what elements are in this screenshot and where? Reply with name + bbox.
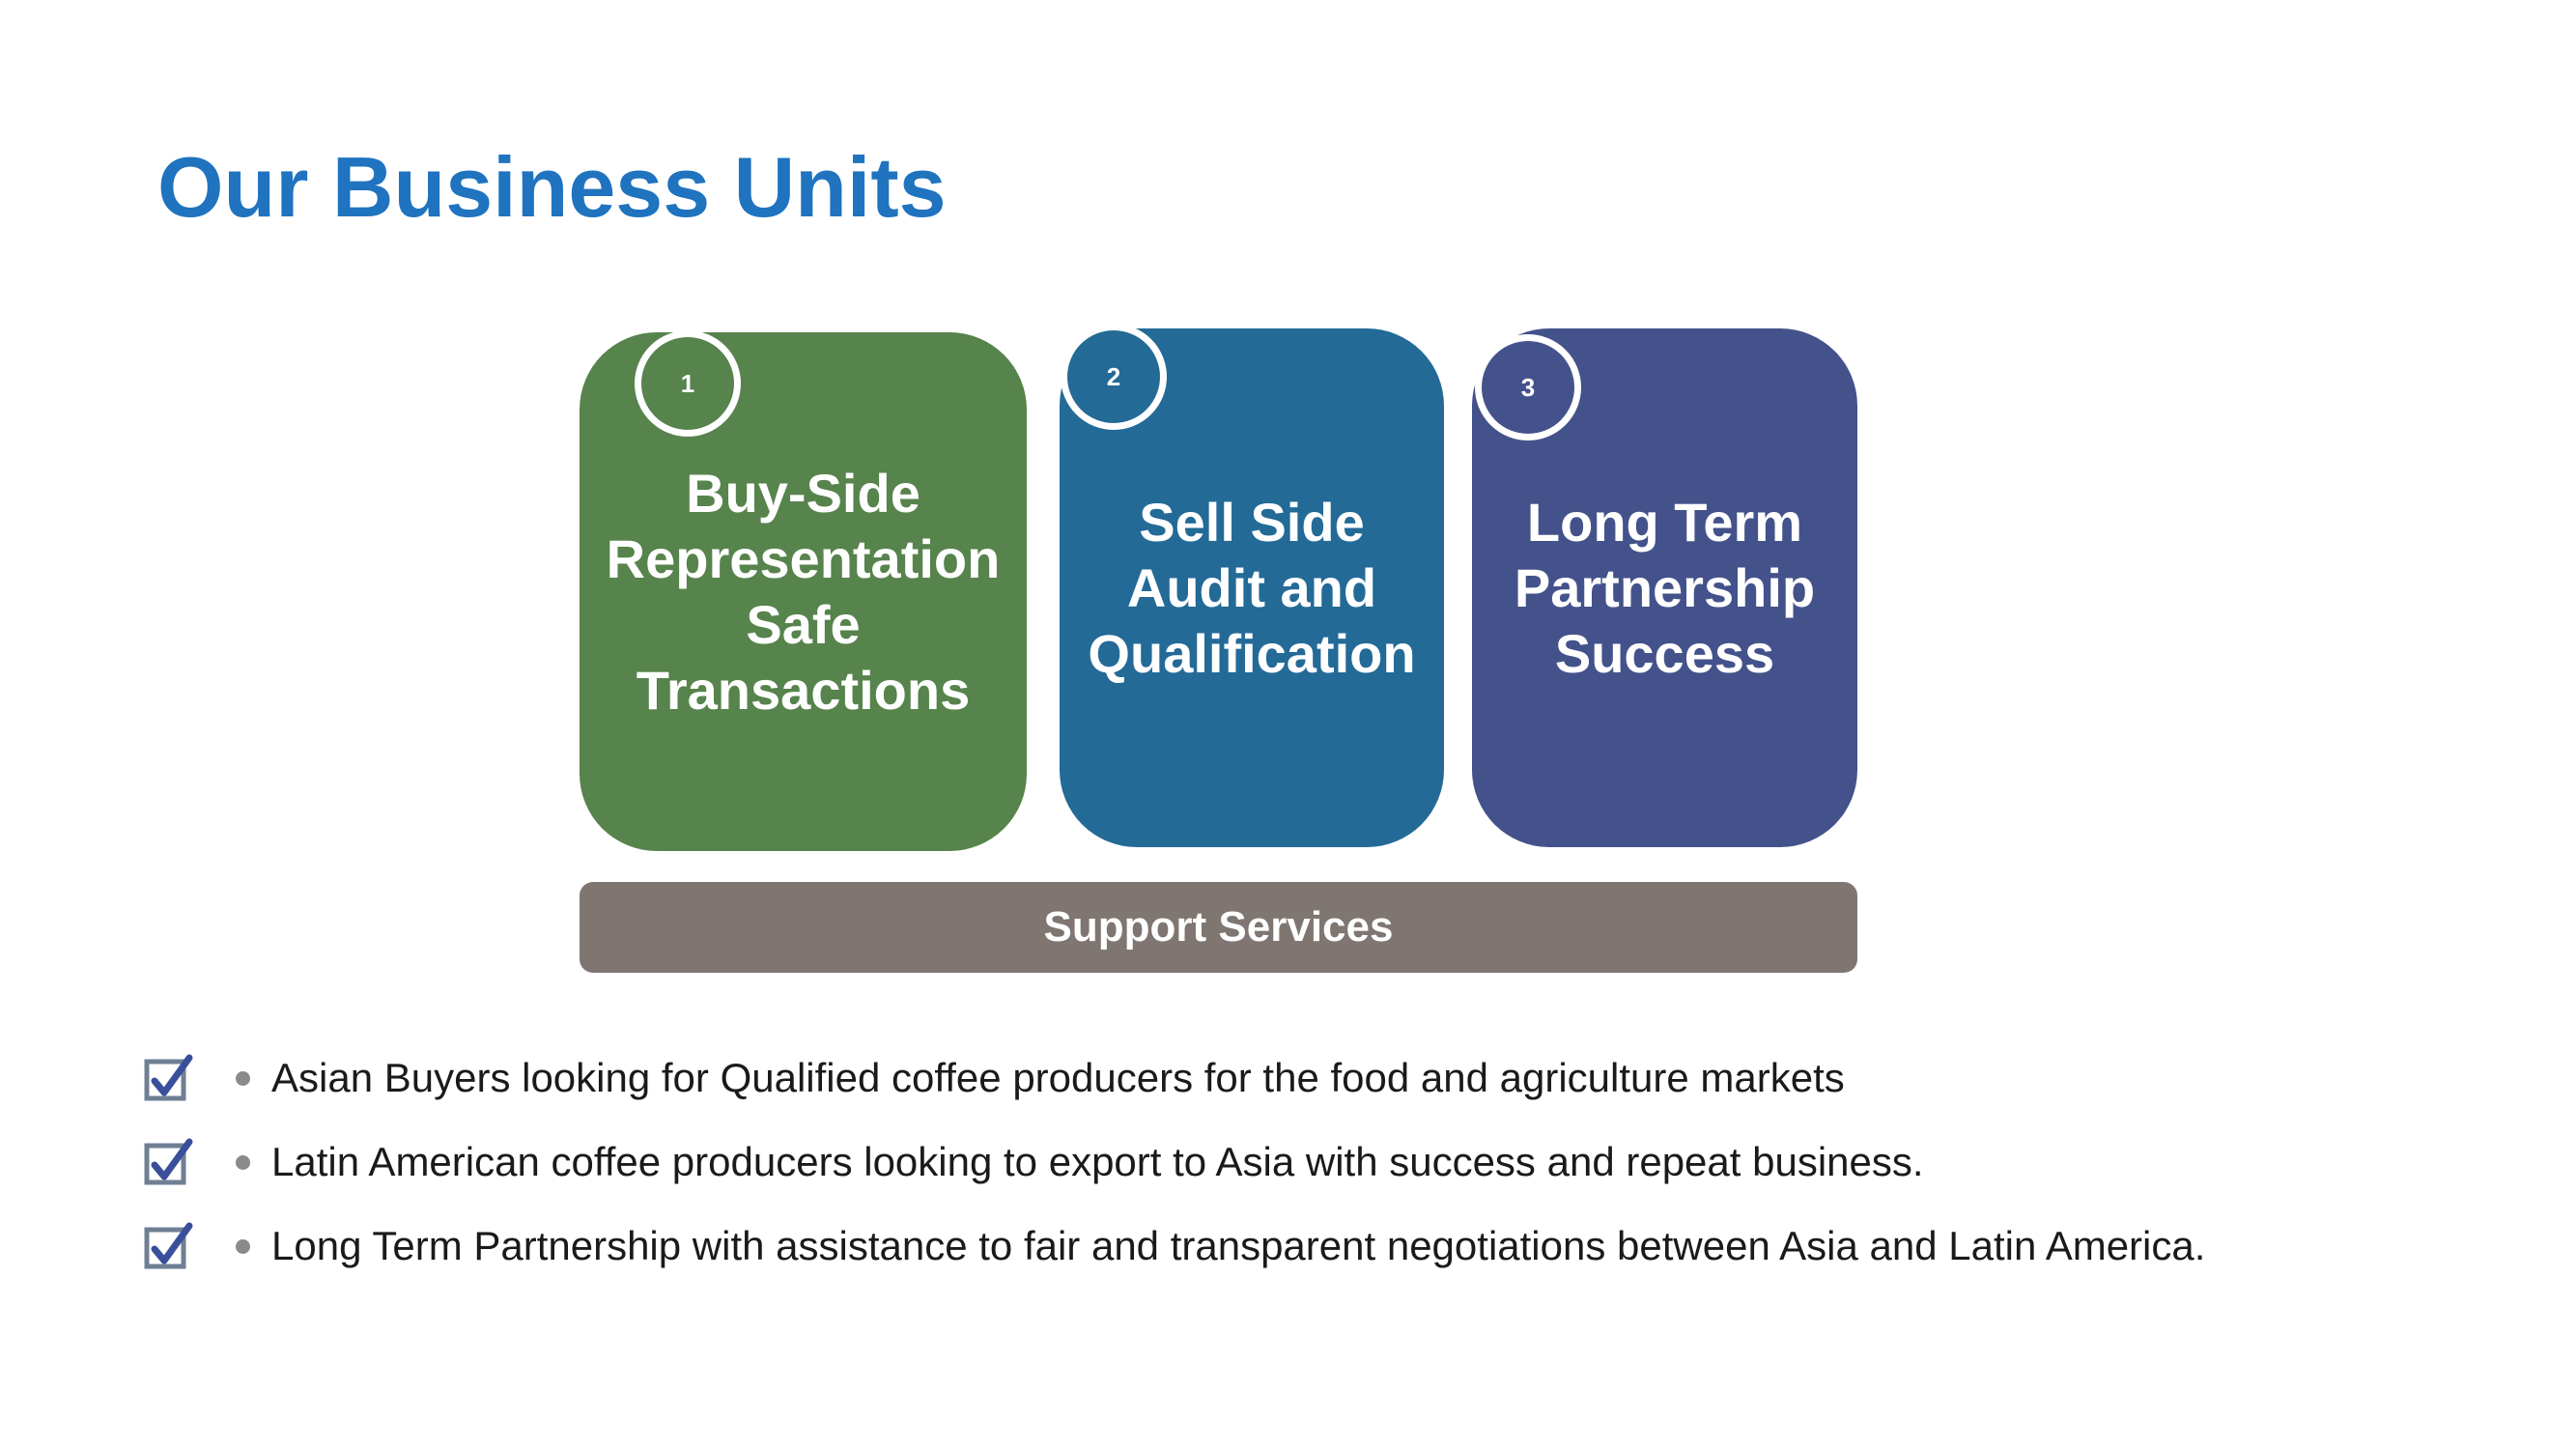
- checkbox-checked-icon: [144, 1138, 193, 1185]
- list-item: Long Term Partnership with assistance to…: [143, 1217, 2205, 1275]
- unit-number-badge: 3: [1475, 334, 1581, 440]
- unit-label: Sell Side Audit and Qualification: [1088, 491, 1416, 684]
- unit-label: Long Term Partnership Success: [1514, 491, 1816, 684]
- bullet-dot: [236, 1070, 250, 1086]
- support-services-bar: Support Services: [580, 882, 1857, 973]
- bullet-dot: [236, 1154, 250, 1170]
- unit-box-sell-side: Sell Side Audit and Qualification: [1060, 328, 1444, 847]
- checkbox-checked-icon: [144, 1222, 193, 1269]
- bullet-text: Asian Buyers looking for Qualified coffe…: [271, 1055, 1845, 1100]
- bullet-text: Long Term Partnership with assistance to…: [271, 1223, 2206, 1268]
- support-services-label: Support Services: [1043, 903, 1394, 951]
- unit-number: 3: [1520, 372, 1536, 402]
- unit-number-badge: 1: [635, 330, 741, 437]
- bullet-text: Latin American coffee producers looking …: [271, 1139, 1924, 1184]
- unit-number: 2: [1106, 361, 1121, 391]
- checkbox-checked-icon: [144, 1054, 193, 1101]
- bullet-dot: [236, 1238, 250, 1254]
- page-title: Our Business Units: [157, 139, 947, 235]
- unit-number-badge: 2: [1061, 324, 1167, 430]
- unit-label: Buy-Side Representation Safe Transaction…: [606, 462, 1001, 721]
- unit-number: 1: [680, 368, 695, 398]
- list-item: Latin American coffee producers looking …: [143, 1133, 1924, 1191]
- list-item: Asian Buyers looking for Qualified coffe…: [143, 1049, 1845, 1107]
- unit-box-buy-side: Buy-Side Representation Safe Transaction…: [580, 332, 1027, 851]
